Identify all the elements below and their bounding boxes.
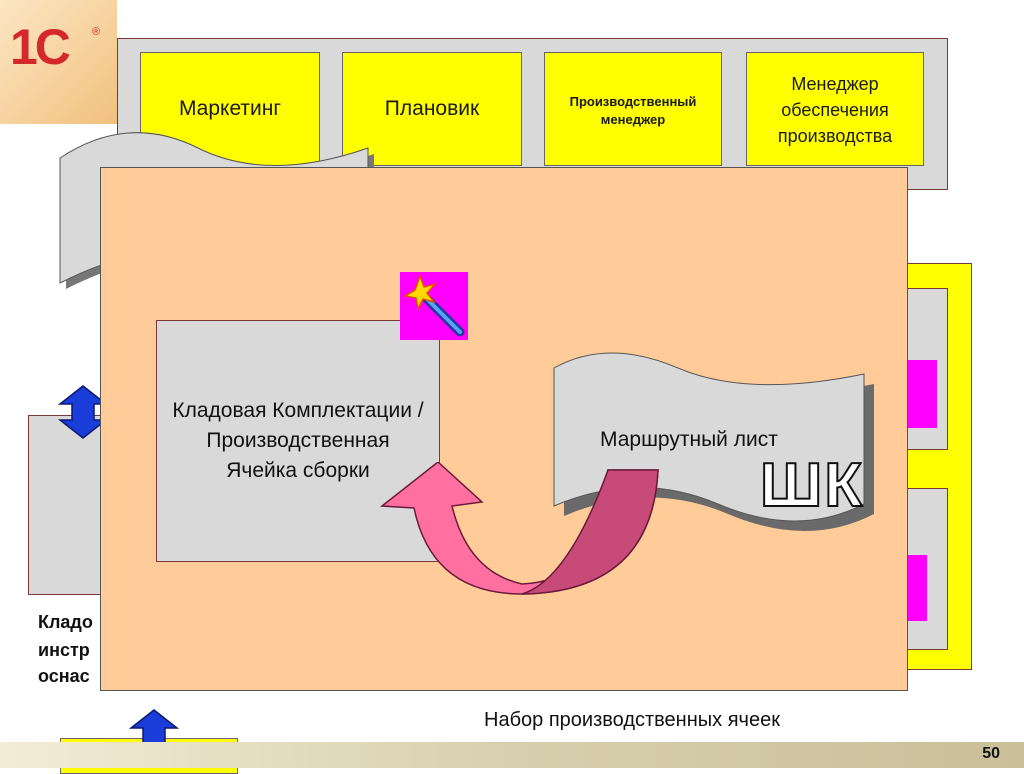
route-sheet-label: Маршрутный лист [600,428,778,451]
department-supply-manager: Менеджер обеспечения производства [746,52,924,166]
department-label: Менеджер обеспечения производства [777,74,893,146]
assembly-storage-cell: Кладовая Комплектации / Производственная… [156,320,440,562]
logo-registered-mark: ® [92,26,101,38]
warehouse-label-line1: Кладо [38,612,93,632]
assembly-storage-label: Кладовая Комплектации / Производственная… [172,399,424,482]
double-arrow-icon [57,385,109,439]
magic-wand-icon [400,272,468,340]
department-planner: Плановик [342,52,522,166]
logo-1c: 1С [10,19,71,75]
logo-background [0,0,117,124]
warehouse-label-line3: оснас [38,666,90,686]
footer-bar [0,742,1024,768]
warehouse-label-line2: инстр [38,640,90,660]
barcode-label: ШК [759,450,865,521]
department-label: Производственный менеджер [569,94,697,127]
department-label: Плановик [384,97,480,120]
department-label: Маркетинг [178,97,282,120]
department-production-manager: Производственный менеджер [544,52,722,166]
curved-arrow-icon [379,462,659,595]
page-number: 50 [982,745,1000,762]
caption: Набор производственных ячеек [484,709,780,731]
